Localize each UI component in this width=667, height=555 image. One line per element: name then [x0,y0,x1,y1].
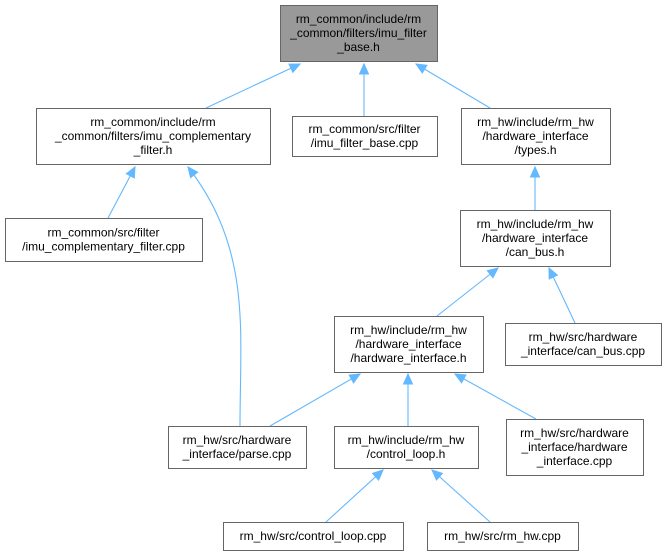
node-label-line: rm_hw/src/hardware [520,426,629,440]
node-label-line: /control_loop.h [367,447,446,461]
node-label-line: _filter.h [133,143,173,157]
node-hardware_interface_cpp[interactable]: rm_hw/src/hardware_interface/hardware_in… [506,419,644,476]
node-label-line: _interface/hardware [520,440,627,454]
edge-arrowhead [486,267,499,279]
node-box [292,116,438,157]
node-imu_complementary_filter_h[interactable]: rm_common/include/rm_common/filters/imu_… [36,108,271,165]
node-label-line: _common/filters/imu_filter [289,26,427,40]
edge-hardware_interface_cpp-to-hardware_interface_h [453,373,537,420]
edge-arrowhead [453,373,467,384]
node-label-line: _common/filters/imu_complementary [54,129,251,143]
edge-line [436,267,499,317]
edge-arrowhead [548,266,559,280]
node-label-line: rm_hw/src/hardware [529,330,638,344]
edge-arrowhead [288,63,302,74]
edge-can_bus_cpp-to-can_bus_h [548,266,576,324]
node-label-line: rm_hw/include/rm_hw [348,433,465,447]
node-box [506,419,644,476]
edge-imu_complementary_filter_h-to-imu_filter_base_h [205,63,302,109]
node-label-line: /hardware_interface [482,231,588,245]
node-can_bus_cpp[interactable]: rm_hw/src/hardware_interface/can_bus.cpp [505,323,662,366]
node-label-line: rm_hw/include/rm_hw [350,323,467,337]
edge-parse_cpp-to-hardware_interface_h [269,373,362,427]
node-control_loop_cpp[interactable]: rm_hw/src/control_loop.cpp [223,522,404,551]
node-label-line: rm_hw/src/rm_hw.cpp [444,529,561,543]
edge-can_bus_h-to-types_h [529,165,541,210]
edge-line [205,63,301,109]
node-label-line: rm_common/include/rm [296,12,421,26]
node-box [223,522,404,551]
edge-arrowhead [414,63,428,74]
node-label-line: /hardware_interface [355,337,461,351]
edges [107,62,576,523]
node-label-line: rm_common/include/rm [90,115,215,129]
edge-arrowhead [125,165,136,179]
node-box [460,210,611,267]
edge-imu_complementary_filter_cpp-to-imu_complementary_filter_h [107,165,136,219]
node-label-line: rm_common/src/filter [308,122,420,136]
node-parse_cpp[interactable]: rm_hw/src/hardware_interface/parse.cpp [168,426,307,469]
node-label-line: _base.h [336,40,380,54]
edge-types_h-to-imu_filter_base_h [414,63,491,109]
node-hardware_interface_h[interactable]: rm_hw/include/rm_hw/hardware_interface/h… [334,316,484,373]
edge-imu_filter_base_cpp-to-imu_filter_base_h [358,62,370,116]
node-imu_filter_base_h[interactable]: rm_common/include/rm_common/filters/imu_… [280,5,438,62]
node-label-line: /hardware_interface.h [350,351,466,365]
edge-arrowhead [431,469,444,481]
node-control_loop_h[interactable]: rm_hw/include/rm_hw/control_loop.h [334,426,479,469]
edge-control_loop_h-to-hardware_interface_h [402,372,414,426]
edge-control_loop_cpp-to-control_loop_h [325,469,384,523]
edge-hardware_interface_h-to-can_bus_h [436,267,499,317]
node-label-line: rm_hw/include/rm_hw [477,115,594,129]
node-label-line: /imu_filter_base.cpp [311,136,419,150]
edge-arrowhead [187,166,199,179]
edge-line [431,469,491,523]
node-label-line: rm_hw/include/rm_hw [477,217,594,231]
node-box [334,426,479,469]
edge-line [269,373,361,427]
edge-line [415,63,491,109]
node-box [36,108,271,165]
edge-arrowhead [348,373,362,384]
node-label-line: /imu_complementary_filter.cpp [22,240,185,254]
node-label-line: /types.h [514,143,556,157]
node-box [168,426,307,469]
node-label-line: /can_bus.h [506,245,565,259]
edge-arrowhead [402,372,414,385]
node-box [280,5,438,62]
node-box [334,316,484,373]
node-box [5,218,203,262]
edge-rm_hw_cpp-to-control_loop_h [431,469,491,523]
node-can_bus_h[interactable]: rm_hw/include/rm_hw/hardware_interface/c… [460,210,611,267]
node-label-line: _interface/parse.cpp [182,447,292,461]
node-box [505,323,662,366]
edge-arrowhead [529,165,541,178]
edge-arrowhead [358,62,370,75]
node-box [461,108,611,165]
node-imu_filter_base_cpp[interactable]: rm_common/src/filter/imu_filter_base.cpp [292,116,438,157]
nodes: rm_common/include/rm_common/filters/imu_… [5,5,662,551]
node-label-line: _interface.cpp [536,454,613,468]
edge-arrowhead [371,469,384,481]
node-label-line: _interface/can_bus.cpp [520,344,645,358]
edge-parse_cpp-to-imu_complementary_filter_h [187,166,242,427]
node-label-line: rm_hw/src/control_loop.cpp [240,529,387,543]
edge-line [187,166,242,427]
node-box [427,522,579,551]
edge-line [454,373,537,420]
node-imu_complementary_filter_cpp[interactable]: rm_common/src/filter/imu_complementary_f… [5,218,203,262]
node-label-line: /hardware_interface [482,129,588,143]
node-rm_hw_cpp[interactable]: rm_hw/src/rm_hw.cpp [427,522,579,551]
node-types_h[interactable]: rm_hw/include/rm_hw/hardware_interface/t… [461,108,611,165]
node-label-line: rm_common/src/filter [47,226,159,240]
node-label-line: rm_hw/src/hardware [183,433,292,447]
edge-line [325,469,384,523]
